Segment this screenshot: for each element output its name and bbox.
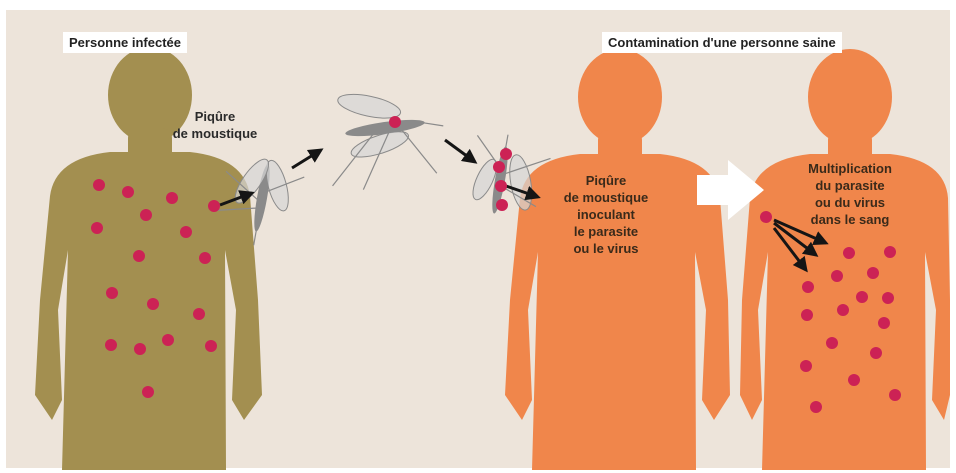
caption-line: Piqûre	[160, 108, 270, 125]
caption-multiplication: Multiplication du parasite ou du virus d…	[790, 160, 910, 228]
caption-mosquito-bite: Piqûre de moustique	[160, 108, 270, 142]
caption-line: dans le sang	[790, 211, 910, 228]
caption-inoculation: Piqûre de moustique inoculant le parasit…	[546, 172, 666, 257]
caption-line: ou le virus	[546, 240, 666, 257]
caption-line: de moustique	[160, 125, 270, 142]
caption-line: ou du virus	[790, 194, 910, 211]
label-infected-person: Personne infectée	[63, 32, 187, 53]
caption-line: inoculant	[546, 206, 666, 223]
caption-line: Multiplication	[790, 160, 910, 177]
caption-line: le parasite	[546, 223, 666, 240]
label-contamination: Contamination d'une personne saine	[602, 32, 842, 53]
caption-line: de moustique	[546, 189, 666, 206]
caption-line: Piqûre	[546, 172, 666, 189]
caption-line: du parasite	[790, 177, 910, 194]
